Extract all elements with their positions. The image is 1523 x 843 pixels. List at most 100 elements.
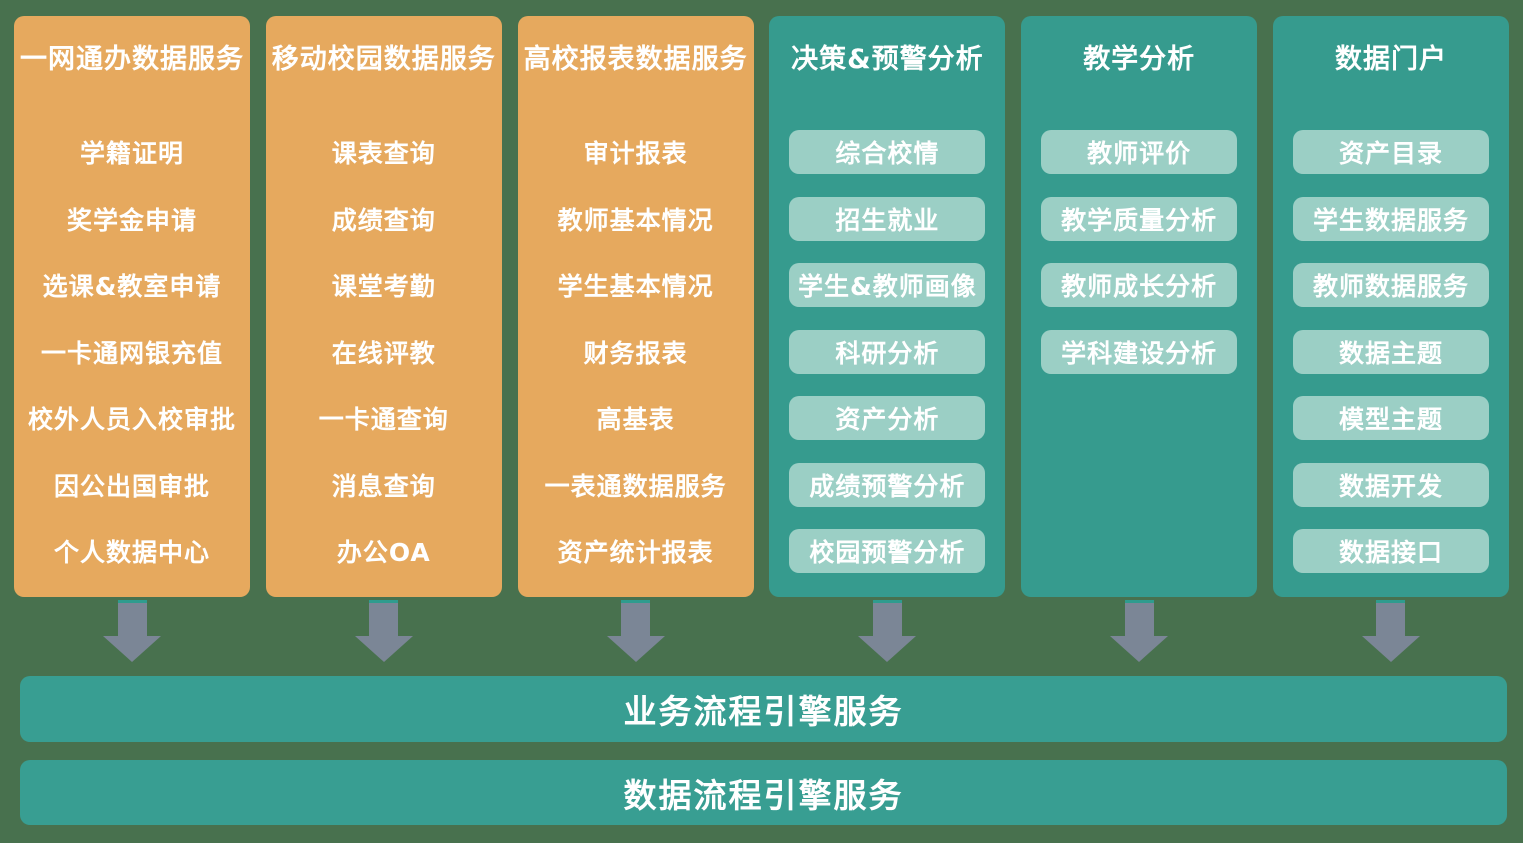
item-row: 课堂考勤 (266, 252, 502, 319)
item-label: 在线评教 (331, 338, 436, 368)
item-label: 学籍证明 (79, 139, 184, 169)
column-title-decision-warning-analysis: 决策&预警分析 (791, 44, 984, 75)
down-arrow-head (606, 636, 665, 662)
item-row: 教师成长分析 (1021, 252, 1257, 319)
item-row: 高基表 (518, 385, 754, 452)
item-row: 校园预警分析 (769, 518, 1005, 585)
column-report-services: 高校报表数据服务审计报表教师基本情况学生基本情况财务报表高基表一表通数据服务资产… (517, 16, 754, 597)
item-pill: 成绩预警分析 (789, 462, 986, 507)
column-items: 资产目录学生数据服务教师数据服务数据主题模型主题数据开发数据接口 (1273, 119, 1509, 585)
item-row: 因公出国审批 (14, 452, 250, 519)
down-arrow-shaft (621, 600, 651, 636)
item-row: 综合校情 (769, 119, 1005, 186)
item-label: 选课&教室申请 (42, 272, 222, 302)
item-row: 教师评价 (1021, 119, 1257, 186)
column-mobile-campus-services: 移动校园数据服务课表查询成绩查询课堂考勤在线评教一卡通查询消息查询办公OA (265, 16, 502, 597)
item-row: 个人数据中心 (14, 518, 250, 585)
down-arrow-head (1110, 636, 1169, 662)
item-row: 资产目录 (1273, 119, 1509, 186)
column-one-stop-services: 一网通办数据服务学籍证明奖学金申请选课&教室申请一卡通网银充值校外人员入校审批因… (14, 16, 250, 597)
down-arrow-icon (103, 600, 161, 662)
data-process-engine-bar: 数据流程引擎服务 (20, 760, 1507, 825)
column-items: 教师评价教学质量分析教师成长分析学科建设分析 (1021, 119, 1257, 385)
item-pill: 资产目录 (1292, 130, 1489, 175)
flow-arrows (0, 597, 1523, 662)
item-label: 财务报表 (583, 338, 688, 368)
item-row: 成绩查询 (266, 186, 502, 253)
column-title-mobile-campus-services: 移动校园数据服务 (271, 44, 496, 75)
item-label: 高基表 (596, 405, 675, 435)
item-label: 一卡通查询 (318, 405, 449, 435)
down-arrow-shaft (1124, 600, 1154, 636)
column-items: 学籍证明奖学金申请选课&教室申请一卡通网银充值校外人员入校审批因公出国审批个人数… (14, 119, 250, 585)
item-pill: 数据主题 (1292, 329, 1489, 374)
item-pill: 学生&教师画像 (789, 263, 986, 308)
down-arrow-icon (606, 600, 665, 662)
item-pill: 学科建设分析 (1041, 329, 1238, 374)
item-label: 课堂考勤 (331, 272, 436, 302)
arrow-slot (769, 600, 1005, 662)
item-row: 一卡通网银充值 (14, 319, 250, 386)
arrow-slot (14, 600, 250, 662)
item-label: 一卡通网银充值 (40, 338, 223, 368)
down-arrow-head (103, 636, 161, 662)
column-title-report-services: 高校报表数据服务 (523, 44, 748, 75)
arrow-slot (1273, 600, 1509, 662)
item-row: 数据接口 (1273, 518, 1509, 585)
item-row: 办公OA (266, 518, 502, 585)
column-teaching-analysis: 教学分析教师评价教学质量分析教师成长分析学科建设分析 (1021, 16, 1258, 597)
item-row: 学科建设分析 (1021, 319, 1257, 386)
item-row: 招生就业 (769, 186, 1005, 253)
column-decision-warning-analysis: 决策&预警分析综合校情招生就业学生&教师画像科研分析资产分析成绩预警分析校园预警… (769, 16, 1006, 597)
item-row: 模型主题 (1273, 385, 1509, 452)
item-row: 数据开发 (1273, 452, 1509, 519)
down-arrow-icon (1110, 600, 1169, 662)
arrow-slot (266, 600, 502, 662)
down-arrow-icon (858, 600, 917, 662)
item-row: 教学质量分析 (1021, 186, 1257, 253)
column-title-teaching-analysis: 教学分析 (1083, 44, 1196, 75)
item-row: 资产分析 (769, 385, 1005, 452)
down-arrow-shaft (872, 600, 902, 636)
down-arrow-shaft (369, 600, 399, 636)
column-data-portal: 数据门户资产目录学生数据服务教师数据服务数据主题模型主题数据开发数据接口 (1272, 16, 1509, 597)
down-arrow-shaft (117, 600, 147, 636)
item-row: 课表查询 (266, 119, 502, 186)
item-row: 科研分析 (769, 319, 1005, 386)
business-process-engine-label: 业务流程引擎服务 (623, 692, 904, 731)
item-pill: 教学质量分析 (1041, 196, 1238, 241)
item-row: 一卡通查询 (266, 385, 502, 452)
item-row: 在线评教 (266, 319, 502, 386)
down-arrow-head (354, 636, 413, 662)
column-title-data-portal: 数据门户 (1334, 44, 1447, 75)
item-row: 消息查询 (266, 452, 502, 519)
item-label: 教师基本情况 (557, 205, 714, 235)
item-label: 成绩查询 (331, 205, 436, 235)
item-row: 成绩预警分析 (769, 452, 1005, 519)
item-label: 一表通数据服务 (544, 471, 727, 501)
item-label: 校外人员入校审批 (27, 405, 236, 435)
down-arrow-head (1361, 636, 1420, 662)
item-pill: 数据开发 (1292, 462, 1489, 507)
item-pill: 招生就业 (789, 196, 986, 241)
item-row: 学籍证明 (14, 119, 250, 186)
item-pill: 校园预警分析 (789, 529, 986, 574)
service-columns: 一网通办数据服务学籍证明奖学金申请选课&教室申请一卡通网银充值校外人员入校审批因… (14, 16, 1509, 597)
item-pill: 教师成长分析 (1041, 263, 1238, 308)
item-pill: 模型主题 (1292, 396, 1489, 441)
item-row: 财务报表 (518, 319, 754, 386)
down-arrow-icon (1361, 600, 1420, 662)
item-pill: 数据接口 (1292, 529, 1489, 574)
down-arrow-head (858, 636, 917, 662)
item-row: 学生数据服务 (1273, 186, 1509, 253)
item-row: 学生基本情况 (518, 252, 754, 319)
item-pill: 教师数据服务 (1292, 263, 1489, 308)
item-pill: 资产分析 (789, 396, 986, 441)
item-row: 学生&教师画像 (769, 252, 1005, 319)
item-pill: 综合校情 (789, 130, 986, 175)
item-row: 审计报表 (518, 119, 754, 186)
item-label: 课表查询 (331, 139, 436, 169)
item-label: 因公出国审批 (53, 471, 210, 501)
item-pill: 教师评价 (1041, 130, 1238, 175)
